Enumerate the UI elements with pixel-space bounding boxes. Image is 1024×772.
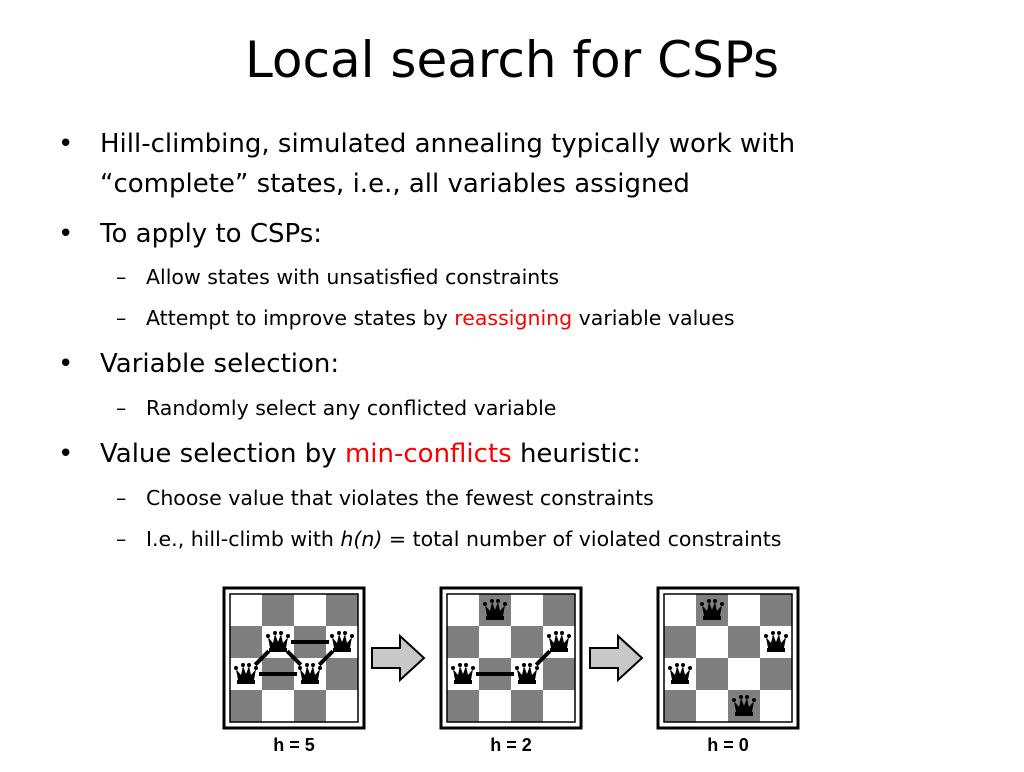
bullet-text: To apply to CSPs: (100, 219, 323, 249)
bullet-text: “complete” states, i.e., all variables a… (100, 169, 690, 199)
board-square (664, 626, 696, 658)
bullet-item: • To apply to CSPs: (58, 214, 323, 254)
chess-board (222, 586, 366, 730)
board-square (326, 690, 358, 722)
dash-marker: – (116, 486, 127, 510)
board-square (664, 690, 696, 722)
chess-queen-icon (668, 663, 692, 684)
dash-marker: – (116, 396, 127, 420)
bullet-marker: • (58, 439, 74, 469)
dash-marker: – (116, 306, 127, 330)
board-square (543, 594, 575, 626)
board-square (447, 626, 479, 658)
board-square (511, 626, 543, 658)
conflict-line (285, 649, 303, 667)
highlighted-term: reassigning (454, 306, 573, 330)
board-square (728, 626, 760, 658)
bullet-marker: • (58, 349, 74, 379)
sub-bullet-item: –Attempt to improve states by reassignin… (116, 303, 735, 333)
sub-bullet-item: –I.e., hill-climb with h(n) = total numb… (116, 524, 782, 554)
right-arrow-icon (589, 633, 644, 683)
board-square (760, 594, 792, 626)
chess-queen-icon (266, 631, 290, 652)
bullet-text: Hill-climbing, simulated annealing typic… (100, 129, 796, 159)
bullet-item: “complete” states, i.e., all variables a… (100, 164, 690, 204)
board-square (326, 658, 358, 690)
highlighted-term: min-conflicts (344, 439, 512, 469)
bullet-list: • Hill-climbing, simulated annealing typi… (58, 124, 796, 554)
chess-queen-icon (547, 631, 571, 652)
conflict-line (317, 649, 335, 667)
bullet-item: • Variable selection: (58, 344, 340, 384)
bullet-text: Randomly select any conflicted variable (146, 396, 557, 420)
chess-board (656, 586, 800, 730)
heuristic-label: h = 5 (273, 735, 315, 755)
chess-queen-icon (732, 695, 756, 716)
heuristic-label: h = 0 (707, 735, 749, 755)
board-square (230, 626, 262, 658)
bullet-text: I.e., hill-climb with (146, 527, 341, 551)
bullet-item: • Value selection by min-conflicts heuris… (58, 434, 641, 474)
conflict-line (253, 649, 271, 667)
chess-queen-icon (298, 663, 322, 684)
board-square (696, 658, 728, 690)
board-square (728, 658, 760, 690)
bullet-marker: • (58, 219, 74, 249)
board-square (511, 690, 543, 722)
bullet-text: Choose value that violates the fewest co… (146, 486, 654, 510)
board-square (230, 594, 262, 626)
board-square (479, 690, 511, 722)
chess-board (439, 586, 583, 730)
board-square (511, 594, 543, 626)
right-arrow-icon (371, 633, 426, 683)
board-square (696, 626, 728, 658)
chess-queen-icon (330, 631, 354, 652)
bullet-text: heuristic: (511, 439, 641, 469)
board-square (479, 626, 511, 658)
board-square (230, 690, 262, 722)
board-square (760, 690, 792, 722)
sub-bullet-item: –Randomly select any conflicted variable (116, 393, 557, 423)
dash-marker: – (116, 265, 127, 289)
board-square (294, 594, 326, 626)
chess-queen-icon (700, 599, 724, 620)
chess-queen-icon (451, 663, 475, 684)
chess-queen-icon (234, 663, 258, 684)
chess-queen-icon (483, 599, 507, 620)
slide-title: Local search for CSPs (244, 31, 780, 89)
italic-term: h(n) (340, 527, 383, 551)
board-square (543, 658, 575, 690)
chess-queen-icon (515, 663, 539, 684)
conflict-line (534, 649, 552, 667)
bullet-item: • Hill-climbing, simulated annealing typi… (58, 124, 796, 164)
board-square (262, 690, 294, 722)
bullet-text: Allow states with unsatisfied constraint… (146, 265, 559, 289)
board-square (696, 690, 728, 722)
n-queens-illustration: h = 5 h = 2 h = 0 (0, 580, 1024, 768)
chess-queen-icon (764, 631, 788, 652)
bullet-marker: • (58, 129, 74, 159)
board-square (760, 658, 792, 690)
bullet-text: Attempt to improve states by (146, 306, 455, 330)
board-square (447, 690, 479, 722)
board-square (543, 690, 575, 722)
bullet-text: Variable selection: (100, 349, 340, 379)
bullet-text: variable values (572, 306, 735, 330)
board-square (294, 690, 326, 722)
boards-figure (222, 586, 800, 730)
board-square (326, 594, 358, 626)
dash-marker: – (116, 527, 127, 551)
board-square (262, 594, 294, 626)
heuristic-label: h = 2 (490, 735, 532, 755)
board-square (447, 594, 479, 626)
board-square (728, 594, 760, 626)
bullet-text: = total number of violated constraints (382, 527, 782, 551)
board-square (664, 594, 696, 626)
bullet-text: Value selection by (100, 439, 345, 469)
sub-bullet-item: –Choose value that violates the fewest c… (116, 483, 654, 513)
sub-bullet-item: –Allow states with unsatisfied constrain… (116, 262, 559, 292)
